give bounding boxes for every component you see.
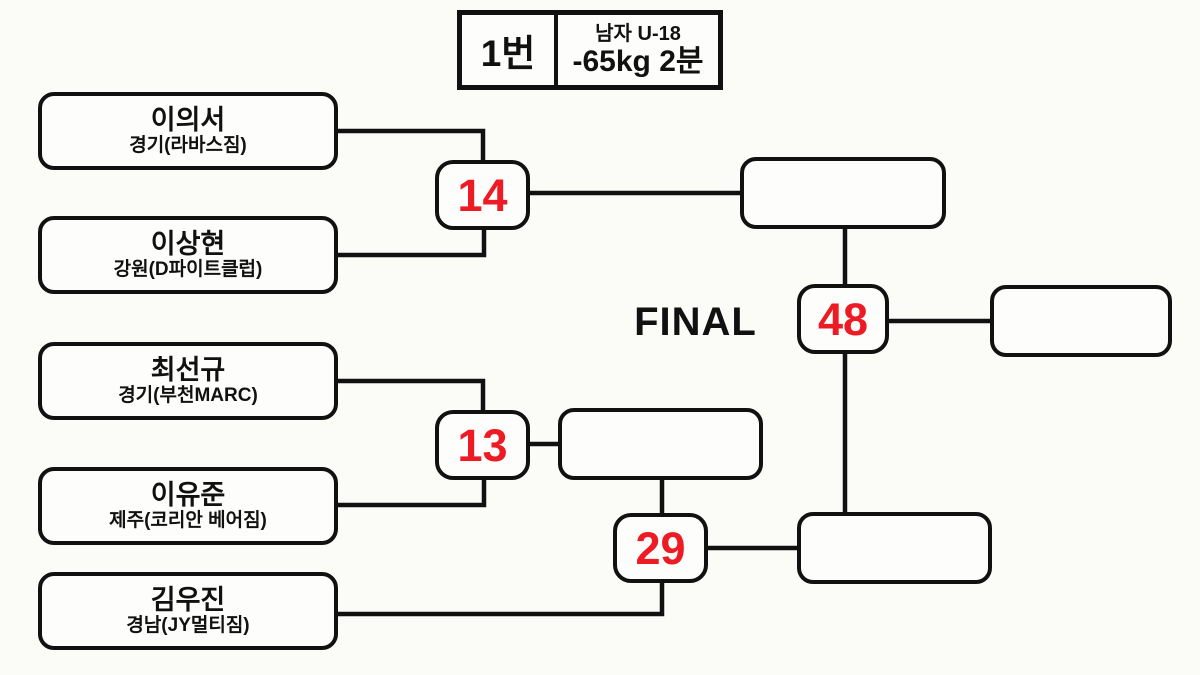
final-label: FINAL: [634, 300, 757, 344]
player-team: 경남(JY멀티짐): [126, 615, 250, 637]
division-info: 남자 U-18 -65kg 2분: [558, 15, 718, 85]
match-number: 48: [817, 293, 869, 345]
match-number: 14: [457, 169, 508, 221]
player-box-5: 김우진 경남(JY멀티짐): [38, 572, 338, 650]
connector-line: [337, 579, 665, 617]
division-weight-time: -65kg 2분: [572, 44, 704, 78]
player-name: 이유준: [150, 480, 226, 511]
player-team: 경기(부천MARC): [118, 385, 258, 407]
player-box-4: 이유준 제주(코리안 베어짐): [38, 467, 338, 545]
match-box-13: 13: [435, 410, 530, 480]
winner-slot-semifinal-1: [740, 157, 946, 229]
winner-slot-semifinal-2: [797, 512, 992, 584]
match-number: 29: [635, 522, 686, 574]
player-box-1: 이의서 경기(라바스짐): [38, 92, 338, 170]
player-box-3: 최선규 경기(부천MARC): [38, 342, 338, 420]
connector-line: [337, 378, 486, 414]
connector-line: [337, 476, 487, 508]
match-number: 13: [457, 419, 508, 471]
match-box-14: 14: [435, 160, 530, 230]
match-header: 1번 남자 U-18 -65kg 2분: [457, 10, 723, 90]
player-name: 이의서: [150, 105, 226, 136]
player-name: 김우진: [150, 585, 226, 616]
winner-slot-champion: [990, 285, 1172, 357]
player-name: 이상현: [150, 229, 226, 260]
winner-slot-quarterfinal: [558, 408, 763, 480]
division-category: 남자 U-18: [595, 22, 681, 45]
player-team: 강원(D파이트클럽): [113, 259, 263, 281]
connector-line: [337, 128, 486, 164]
player-team: 제주(코리안 베어짐): [109, 510, 267, 532]
player-team: 경기(라바스짐): [129, 135, 247, 157]
player-name: 최선규: [150, 355, 226, 386]
match-box-48: 48: [797, 284, 889, 354]
player-box-2: 이상현 강원(D파이트클럽): [38, 216, 338, 294]
match-box-29: 29: [613, 513, 708, 583]
connector-line: [337, 226, 487, 258]
match-number-label: 1번: [462, 15, 558, 85]
